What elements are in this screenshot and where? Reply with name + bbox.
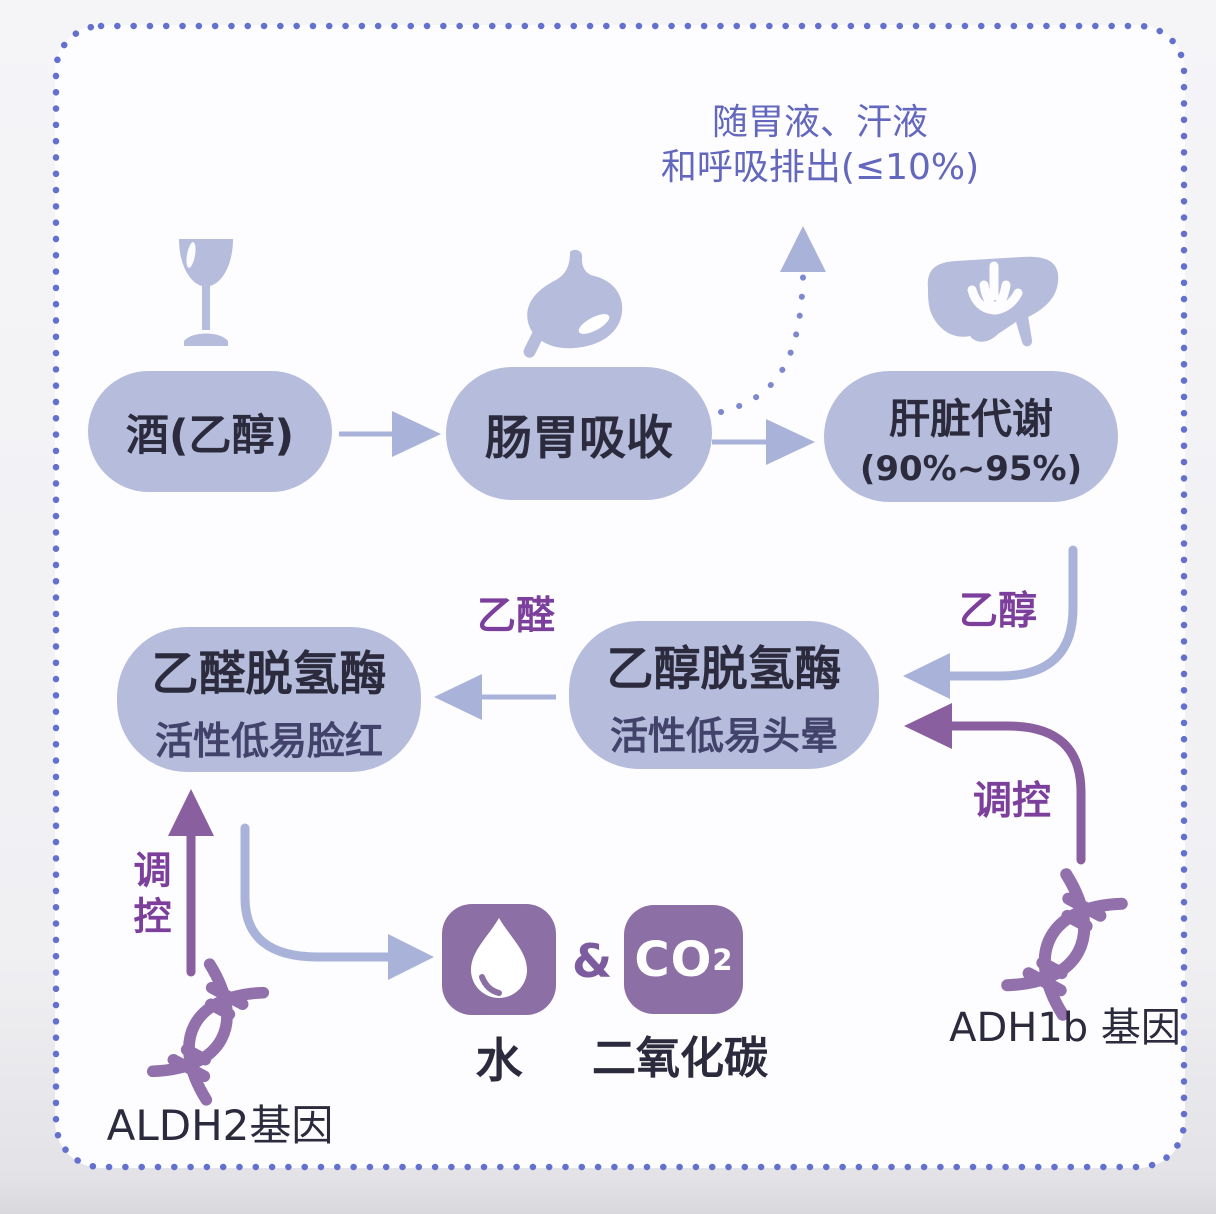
wine-glass-icon — [170, 237, 242, 359]
exhale-note-line2: 和呼吸排出(≤10%) — [660, 147, 980, 188]
node-aldh-title: 乙醛脱氢酶 — [151, 646, 387, 702]
co2-text: CO — [634, 931, 713, 988]
gene-adh1b-label: ADH1b 基因 — [949, 1005, 1181, 1051]
dna-icon — [113, 937, 302, 1126]
water-label: 水 — [475, 1034, 523, 1089]
ampersand: & — [571, 934, 613, 988]
label-regulate-left: 调控 — [127, 850, 171, 942]
dna-icon — [966, 846, 1162, 1042]
dotted-exhale-arrow — [718, 226, 826, 415]
diagram-panel — [55, 25, 1185, 1168]
label-regulate-right: 调控 — [972, 779, 1051, 824]
node-liver-subtitle: (90%~95%) — [859, 448, 1083, 489]
exhale-note-line1: 随胃液、汗液 — [711, 102, 928, 143]
curve-liver-to-adh — [903, 545, 1078, 699]
curve-adh1b-regulation — [904, 703, 1086, 865]
dotted-border — [52, 22, 1188, 1171]
arrow-adh-to-aldh — [434, 674, 556, 720]
arrow-aldh2-regulation — [168, 789, 214, 977]
arrow-wine-to-absorb — [339, 411, 441, 457]
node-liver-title: 肝脏代谢 — [889, 394, 1053, 443]
node-absorb-label: 肠胃吸收 — [485, 411, 673, 466]
node-adh-subtitle: 活性低易头晕 — [609, 714, 838, 758]
label-ethanol: 乙醇 — [958, 589, 1037, 634]
gene-aldh2-label: ALDH2基因 — [106, 1101, 334, 1150]
stomach-icon — [512, 248, 636, 368]
carbon-dioxide-label: 二氧化碳 — [592, 1033, 768, 1084]
label-acetaldehyde: 乙醛 — [476, 594, 555, 639]
node-aldh: 乙醛脱氢酶 活性低易脸红 — [117, 627, 421, 772]
curve-aldh-to-products — [240, 823, 434, 980]
liver-icon — [918, 252, 1066, 368]
node-aldh-subtitle: 活性低易脸红 — [154, 718, 383, 763]
node-absorb: 肠胃吸收 — [446, 367, 712, 500]
node-adh-title: 乙醇脱氢酶 — [606, 642, 842, 697]
co2-subscript: 2 — [712, 942, 733, 977]
node-wine-label: 酒(乙醇) — [125, 410, 295, 461]
node-liver: 肝脏代谢 (90%~95%) — [824, 371, 1118, 502]
exhale-note: 随胃液、汗液 和呼吸排出(≤10%) — [590, 100, 1050, 190]
node-adh: 乙醇脱氢酶 活性低易头晕 — [569, 621, 879, 769]
node-wine: 酒(乙醇) — [88, 371, 332, 492]
water-drop-icon — [442, 904, 556, 1015]
arrow-absorb-to-liver — [712, 419, 815, 465]
